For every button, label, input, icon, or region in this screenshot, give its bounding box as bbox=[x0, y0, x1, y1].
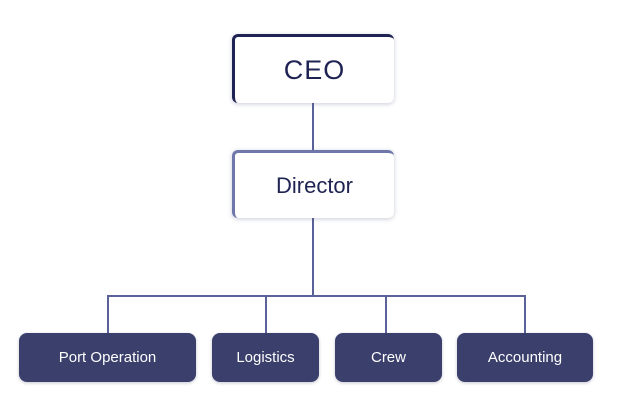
department-label: Port Operation bbox=[58, 349, 157, 366]
department-node-port-operation: Port Operation bbox=[19, 333, 196, 382]
department-label: Crew bbox=[370, 349, 406, 366]
department-node-crew: Crew bbox=[335, 333, 442, 382]
department-label: Logistics bbox=[236, 349, 295, 366]
department-node-logistics: Logistics bbox=[212, 333, 319, 382]
director-label: Director bbox=[275, 172, 353, 198]
department-node-accounting: Accounting bbox=[457, 333, 593, 382]
ceo-label: CEO bbox=[283, 54, 346, 85]
department-label: Accounting bbox=[487, 349, 563, 366]
ceo-node: CEO bbox=[232, 34, 394, 103]
director-node: Director bbox=[232, 150, 394, 218]
